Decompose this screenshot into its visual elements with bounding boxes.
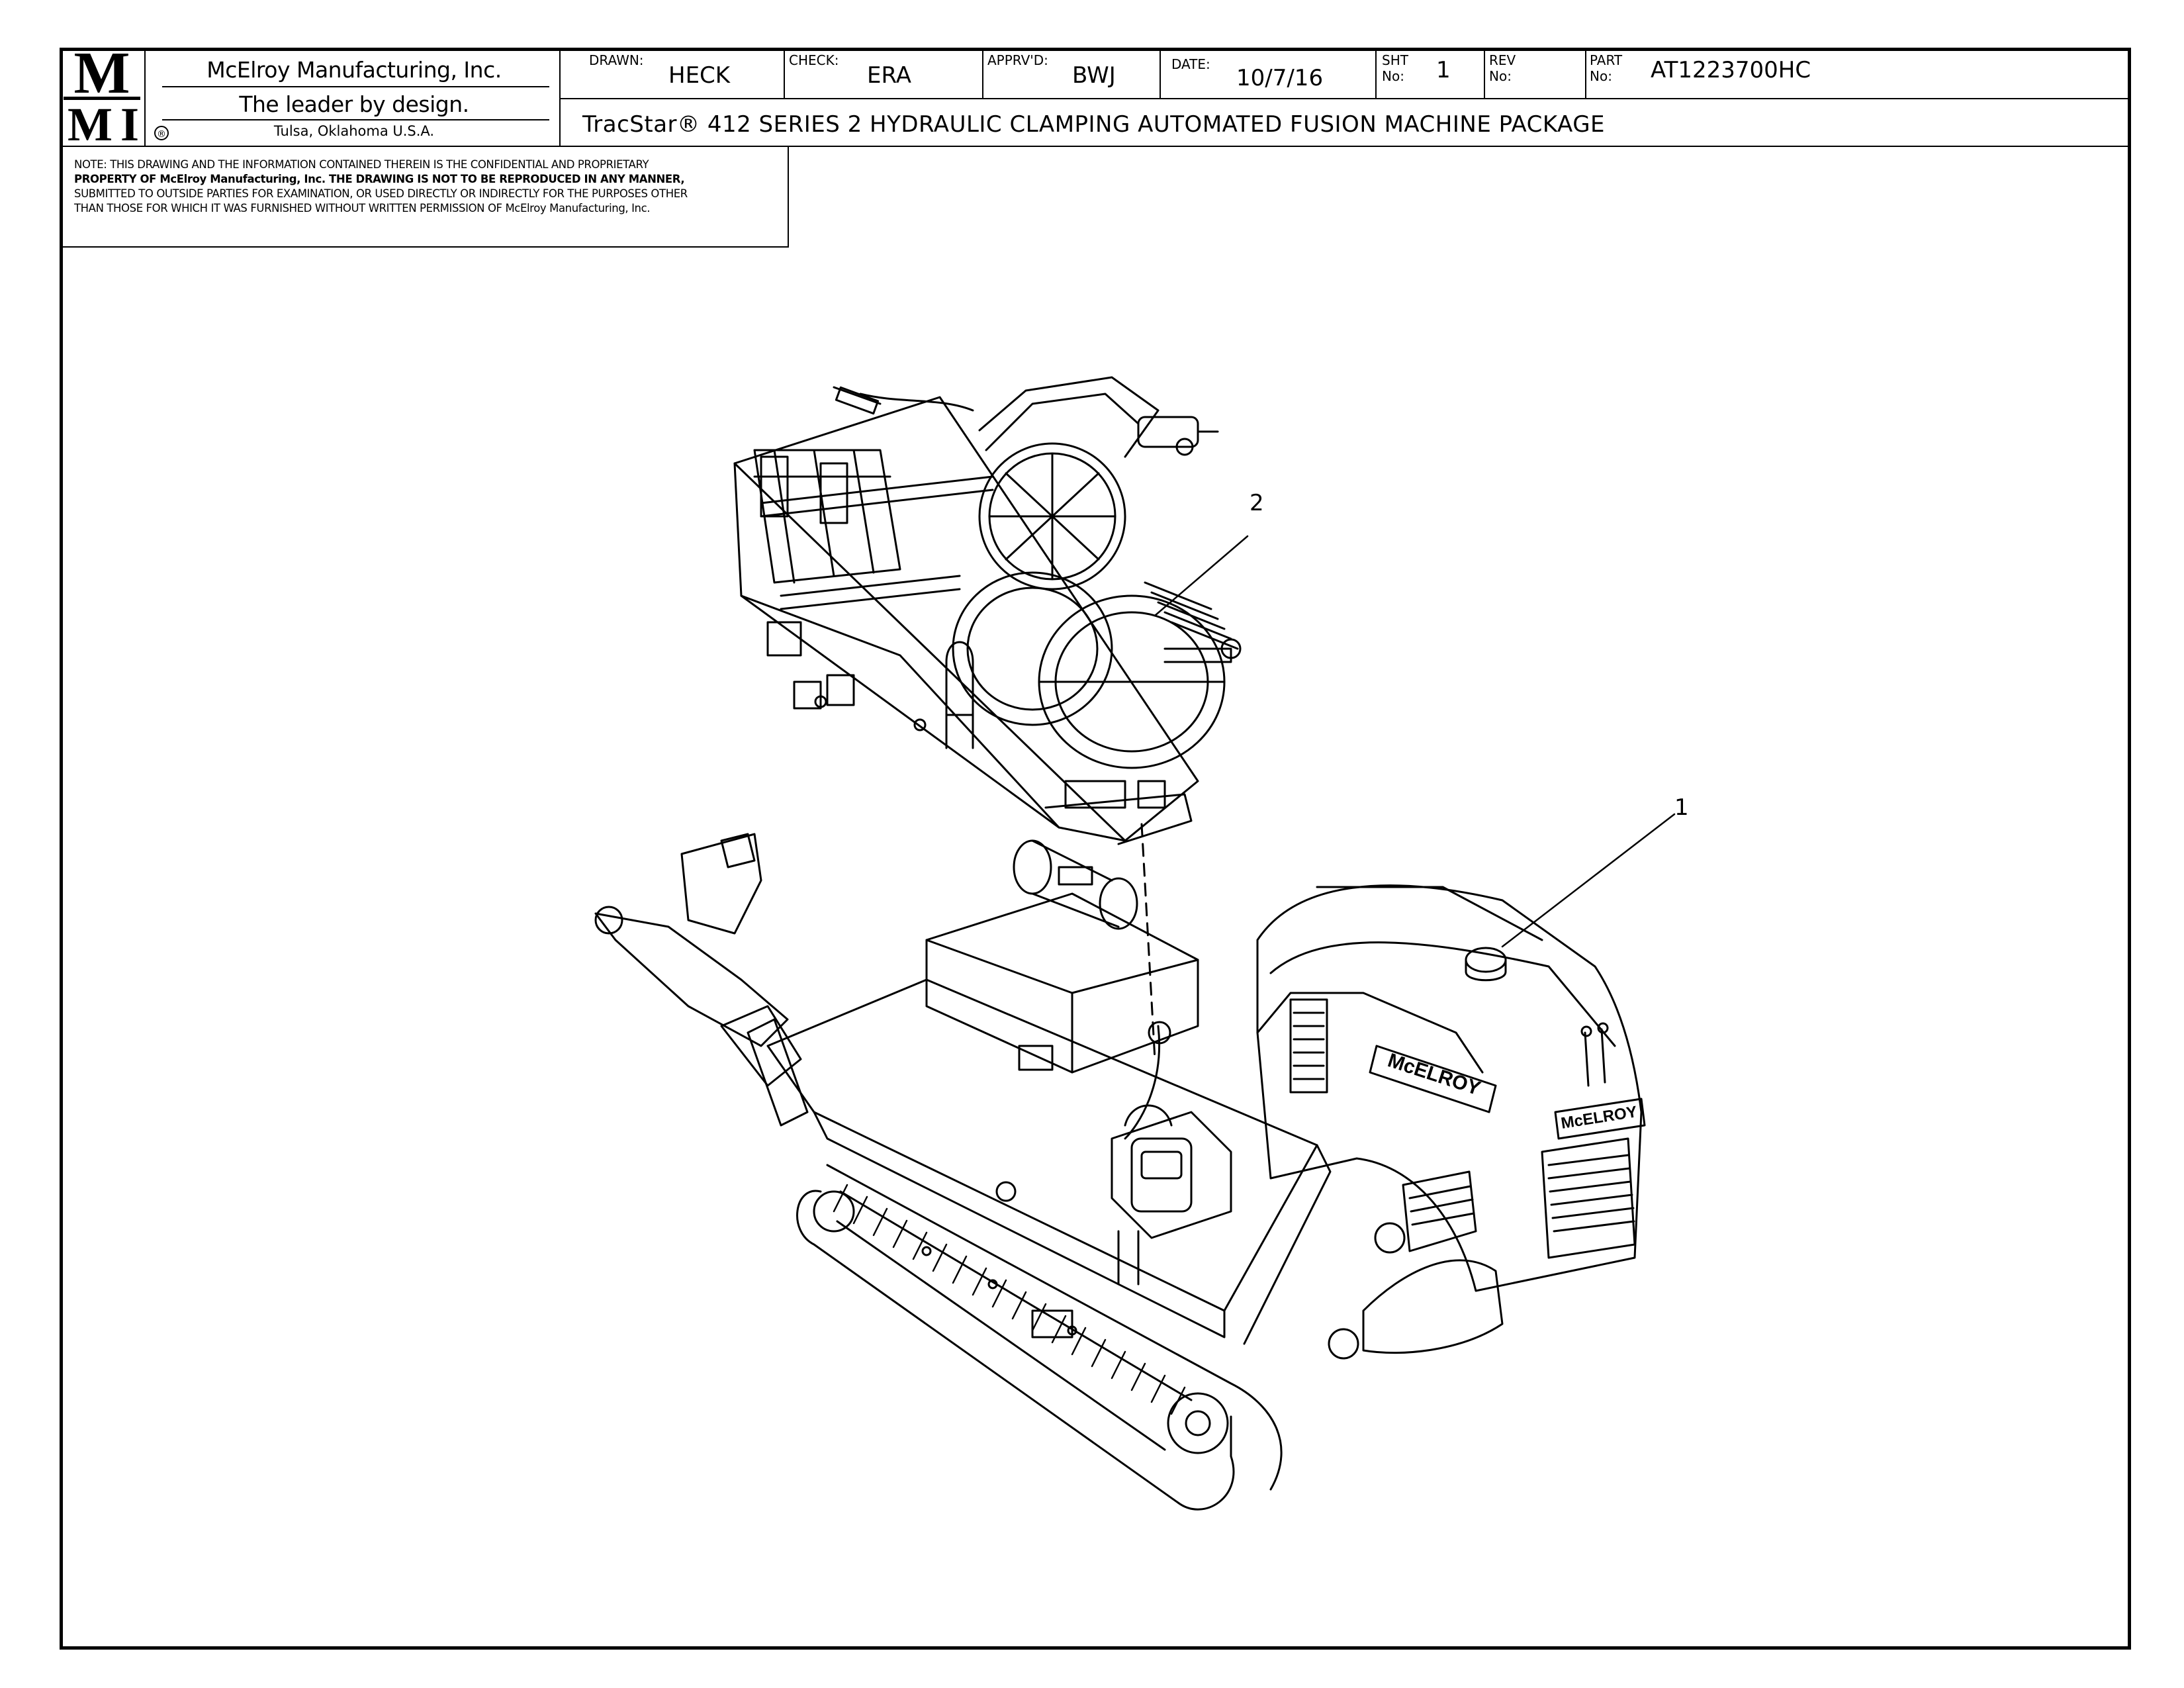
part-divider	[1585, 48, 1586, 98]
approved-value: BWJ	[1072, 62, 1116, 89]
title-block-bottom-line	[60, 146, 2131, 147]
logo-divider	[144, 48, 146, 146]
part-number: AT1223700HC	[1651, 57, 1811, 83]
note-line: NOTE: THIS DRAWING AND THE INFORMATION C…	[74, 158, 649, 171]
drawing-sheet-border	[60, 48, 2131, 1650]
company-tagline: The leader by design.	[239, 91, 469, 117]
rev-divider	[1484, 48, 1485, 98]
logo-letter-bottom-left: M	[68, 98, 113, 146]
title-block-middle-line	[559, 98, 2131, 99]
date-value: 10/7/16	[1236, 65, 1324, 91]
drawn-value: HECK	[668, 62, 731, 89]
note-box-right	[788, 146, 789, 246]
company-location: Tulsa, Oklahoma U.S.A.	[273, 123, 435, 139]
callout-2-leader	[1154, 535, 1249, 617]
date-divider	[1160, 48, 1161, 98]
drawing-title: TracStar® 412 SERIES 2 HYDRAULIC CLAMPIN…	[582, 111, 1606, 138]
company-divider	[559, 48, 561, 146]
sheet-label: SHT	[1382, 52, 1408, 68]
note-line: THAN THOSE FOR WHICH IT WAS FURNISHED WI…	[74, 202, 651, 214]
drawn-label: DRAWN:	[589, 52, 644, 68]
sheet-label-no: No:	[1382, 68, 1404, 84]
check-divider	[784, 48, 785, 98]
callout-2: 2	[1250, 490, 1264, 516]
approved-divider	[982, 48, 983, 98]
company-underline-1	[162, 86, 549, 87]
rev-label: REV	[1489, 52, 1516, 68]
mmi-logo-icon: M M I	[64, 48, 140, 146]
sheet-value: 1	[1436, 57, 1451, 83]
callout-1-leader	[1501, 813, 1676, 948]
part-label: PART	[1590, 52, 1623, 68]
logo-letter-top: M	[74, 48, 130, 106]
fusion-carriage-assembly	[733, 376, 1242, 845]
approved-label: APPRV'D:	[987, 52, 1048, 68]
tracstar-chassis	[594, 833, 1646, 1511]
rev-label-no: No:	[1489, 68, 1512, 84]
check-value: ERA	[867, 62, 911, 89]
sheet-divider	[1375, 48, 1377, 98]
check-label: CHECK:	[789, 52, 839, 68]
part-label-no: No:	[1590, 68, 1612, 84]
callout-1: 1	[1674, 794, 1689, 821]
note-line: SUBMITTED TO OUTSIDE PARTIES FOR EXAMINA…	[74, 187, 688, 200]
company-name: McElroy Manufacturing, Inc.	[206, 57, 502, 83]
confidentiality-note: NOTE: THIS DRAWING AND THE INFORMATION C…	[74, 158, 789, 216]
note-box-bottom	[60, 246, 789, 248]
note-line: PROPERTY OF McElroy Manufacturing, Inc. …	[74, 173, 685, 185]
registered-mark-icon: ®	[154, 126, 169, 140]
logo-letter-bottom-right: I	[120, 98, 139, 146]
mount-dashed-line	[1140, 823, 1156, 1060]
date-label: DATE:	[1171, 56, 1210, 72]
company-underline-2	[162, 119, 549, 120]
brand-label: McELROY	[1385, 1049, 1483, 1100]
